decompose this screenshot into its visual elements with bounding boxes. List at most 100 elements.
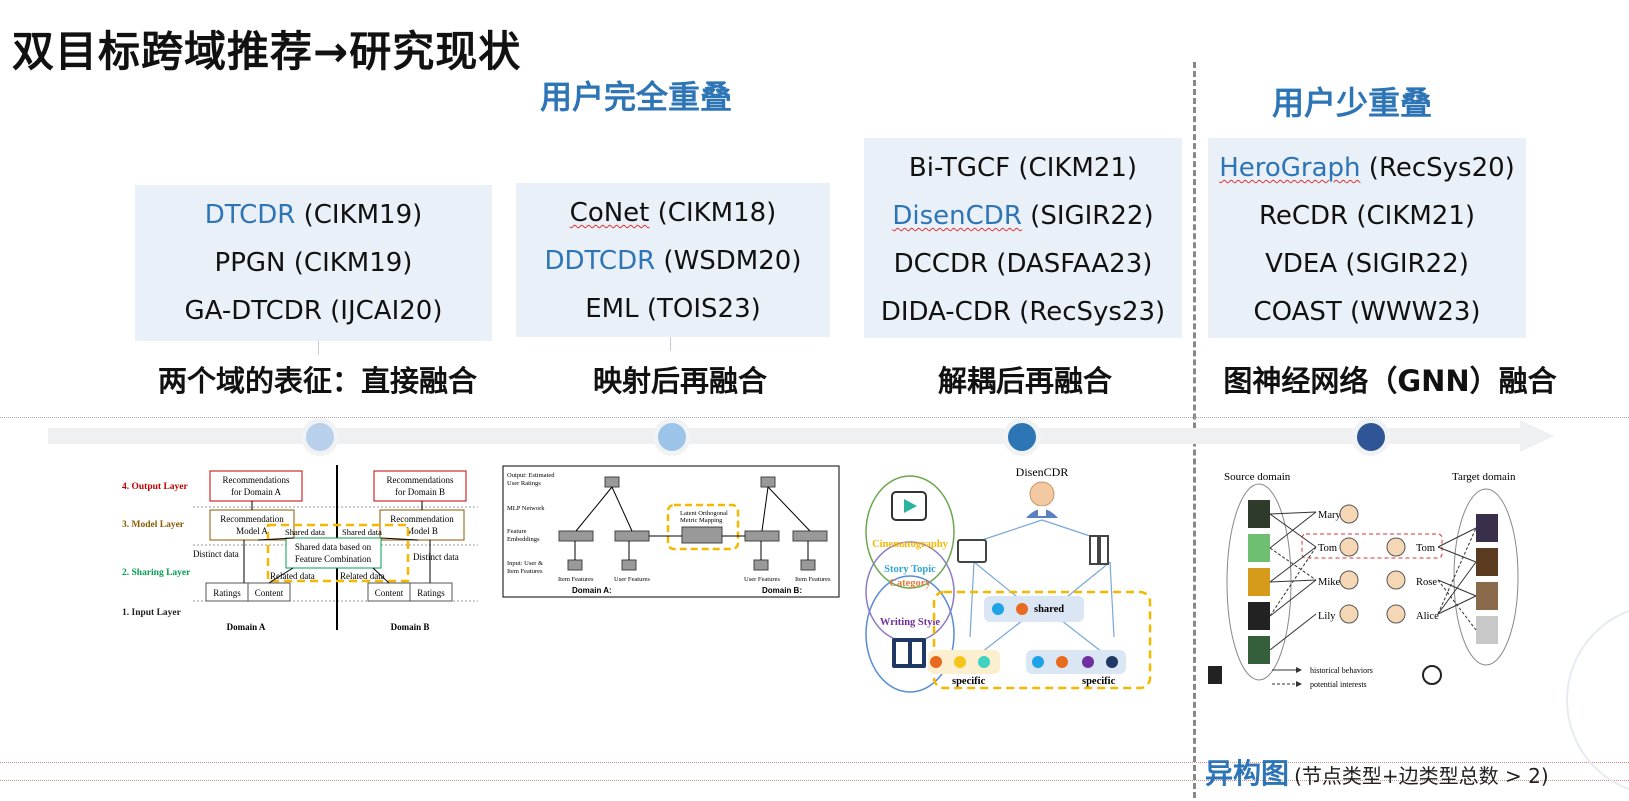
svg-text:Model B: Model B [406, 526, 438, 536]
timeline-node-3 [1003, 418, 1041, 456]
svg-text:specific: specific [952, 676, 986, 687]
svg-text:for Domain B: for Domain B [395, 487, 445, 497]
timeline-node-2 [653, 418, 691, 456]
paper-item: DDTCDR (WSDM20) [544, 246, 802, 276]
svg-text:User Features: User Features [744, 576, 780, 583]
paper-item: Bi-TGCF (CIKM21) [908, 153, 1138, 183]
svg-text:historical behaviors: historical behaviors [1310, 666, 1373, 675]
heterogeneous-graph-note: 异构图 (节点类型+边类型总数 > 2) [1205, 752, 1549, 792]
category-label-gnn-fusion: 图神经网络（GNN）融合 [1223, 364, 1557, 398]
guide-line-bottom-2 [0, 780, 1629, 781]
svg-text:Distinct data: Distinct data [413, 552, 459, 562]
svg-text:Target domain: Target domain [1452, 471, 1516, 483]
svg-text:specific: specific [1082, 676, 1116, 687]
svg-text:potential interests: potential interests [1310, 680, 1367, 689]
svg-text:Category: Category [889, 578, 931, 589]
heterogeneous-graph-definition: (节点类型+边类型总数 > 2) [1294, 764, 1549, 788]
category-label-disentangle-fusion: 解耦后再融合 [937, 364, 1112, 398]
timeline-arrow [48, 420, 1554, 452]
guide-line-bottom [0, 762, 1629, 763]
paper-item: DTCDR (CIKM19) [204, 200, 423, 230]
svg-text:Shared data based on: Shared data based on [295, 542, 372, 552]
figure-disencdr: DisenCDR Cinematography Story Topic Cate… [865, 465, 1152, 693]
svg-text:Shared data: Shared data [285, 527, 325, 537]
svg-text:Alice: Alice [1416, 611, 1439, 622]
svg-text:Rose: Rose [1416, 577, 1437, 588]
paper-item: GA-DTCDR (IJCAI20) [184, 296, 443, 326]
svg-text:User Features: User Features [614, 576, 650, 583]
category-label-direct-fusion: 两个域的表征：直接融合 [157, 364, 477, 398]
paper-item: HeroGraph (RecSys20) [1219, 153, 1515, 183]
paper-item: ReCDR (CIKM21) [1258, 201, 1476, 231]
svg-text:Domain B:: Domain B: [762, 586, 802, 595]
svg-text:Embeddings: Embeddings [507, 536, 540, 543]
svg-text:Ratings: Ratings [213, 588, 241, 598]
svg-text:Model A: Model A [236, 526, 268, 536]
paper-box-3: Bi-TGCF (CIKM21) DisenCDR (SIGIR22) DCCD… [864, 138, 1182, 338]
connector [318, 341, 319, 355]
paper-box-2: CoNet (CIKM18) DDTCDR (WSDM20) EML (TOIS… [516, 183, 830, 337]
section-heading-few-overlap: 用户少重叠 [1272, 84, 1433, 122]
svg-text:Recommendation: Recommendation [220, 514, 284, 524]
guide-line-top [0, 417, 1629, 418]
svg-text:Latent Orthogonal: Latent Orthogonal [680, 510, 728, 517]
category-label-mapping-fusion: 映射后再融合 [592, 364, 767, 398]
svg-text:Content: Content [375, 588, 404, 598]
layer-label: 3. Model Layer [122, 520, 185, 530]
svg-text:Shared data: Shared data [342, 527, 382, 537]
paper-item: DIDA-CDR (RecSys23) [880, 297, 1166, 327]
svg-text:User Ratings: User Ratings [507, 480, 541, 487]
svg-text:Domain A: Domain A [227, 622, 266, 632]
svg-text:Input: User &: Input: User & [507, 560, 543, 567]
paper-item: EML (TOIS23) [585, 294, 761, 324]
svg-text:Recommendations: Recommendations [387, 475, 454, 485]
timeline-node-1 [301, 418, 339, 456]
svg-text:Mary: Mary [1318, 510, 1341, 521]
timeline-node-4 [1352, 418, 1390, 456]
paper-item: PPGN (CIKM19) [214, 248, 413, 278]
svg-text:Feature: Feature [507, 528, 527, 535]
svg-text:for Domain A: for Domain A [231, 487, 281, 497]
paper-item: DisenCDR (SIGIR22) [892, 201, 1154, 231]
svg-text:DisenCDR: DisenCDR [1016, 465, 1069, 479]
svg-text:Related data: Related data [340, 571, 385, 581]
svg-text:MLP Network: MLP Network [507, 505, 545, 512]
svg-text:Recommendations: Recommendations [223, 475, 290, 485]
paper-item: VDEA (SIGIR22) [1265, 249, 1469, 279]
svg-text:Writing Style: Writing Style [880, 617, 941, 628]
svg-text:Output: Estimated: Output: Estimated [507, 472, 555, 479]
paper-item: CoNet (CIKM18) [569, 198, 777, 228]
svg-text:Feature Combination: Feature Combination [295, 554, 372, 564]
svg-text:Domain B: Domain B [391, 622, 430, 632]
watermark-seal [1566, 609, 1629, 791]
svg-text:Metric Mapping: Metric Mapping [680, 517, 723, 524]
svg-text:Item Features: Item Features [795, 576, 831, 583]
page-title: 双目标跨域推荐→研究现状 [12, 27, 522, 76]
paper-box-1: DTCDR (CIKM19) PPGN (CIKM19) GA-DTCDR (I… [135, 185, 492, 341]
svg-text:Item Features: Item Features [558, 576, 594, 583]
svg-text:Lily: Lily [1318, 611, 1336, 622]
svg-text:Ratings: Ratings [417, 588, 445, 598]
svg-text:Mike: Mike [1318, 577, 1341, 588]
svg-text:Domain A:: Domain A: [572, 586, 612, 595]
layer-label: 1. Input Layer [122, 608, 182, 618]
svg-text:Tom: Tom [1416, 543, 1435, 554]
svg-text:shared: shared [1034, 604, 1064, 615]
layer-label: 2. Sharing Layer [122, 568, 191, 578]
paper-item: DCCDR (DASFAA23) [893, 249, 1153, 279]
svg-text:Tom: Tom [1318, 543, 1337, 554]
figure-herograph: Source domain Target domain Mary Tom Mik… [1208, 471, 1519, 689]
svg-text:Content: Content [255, 588, 284, 598]
paper-box-4: HeroGraph (RecSys20) ReCDR (CIKM21) VDEA… [1208, 138, 1526, 338]
svg-text:Item Features: Item Features [507, 568, 543, 575]
svg-text:Cinematography: Cinematography [872, 539, 949, 550]
svg-text:Source domain: Source domain [1224, 471, 1291, 483]
paper-item: COAST (WWW23) [1253, 297, 1481, 327]
section-heading-full-overlap: 用户完全重叠 [540, 78, 733, 116]
layer-label: 4. Output Layer [122, 482, 188, 492]
connector [670, 337, 671, 351]
svg-text:Related data: Related data [270, 571, 315, 581]
svg-text:Recommendation: Recommendation [390, 514, 454, 524]
heterogeneous-graph-label: 异构图 [1205, 757, 1290, 790]
figure-dtcdr: 4. Output Layer 3. Model Layer 2. Sharin… [122, 465, 478, 632]
